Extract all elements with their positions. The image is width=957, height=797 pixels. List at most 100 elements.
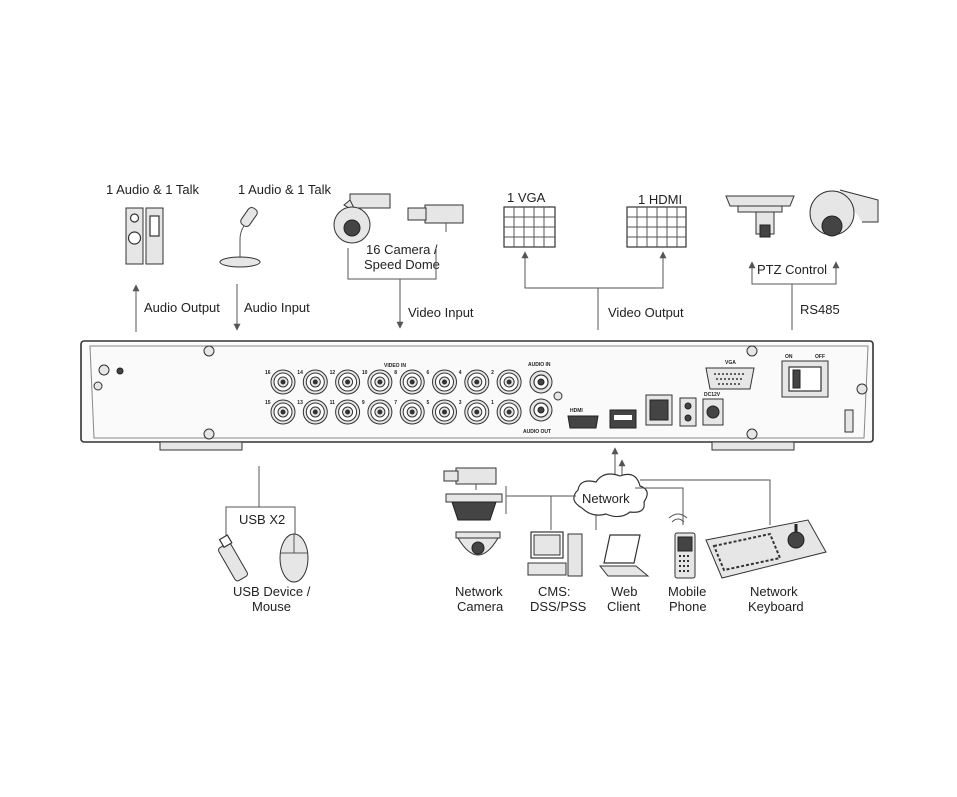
bnc-connector-icon [270,369,296,395]
mobile-phone-label-line1: Mobile [668,584,706,599]
screw-icon [746,345,758,357]
bnc-connector-icon [335,369,361,395]
bnc-connector-icon [432,399,457,425]
desktop-pc-icon [527,531,583,577]
indicator-icon [116,367,124,375]
camera-label-line1: 16 Camera / [366,242,438,257]
network-camera-label-line2: Camera [457,599,504,614]
network-keyboard-label-line2: Keyboard [748,599,804,614]
usb-flash-drive-icon [218,534,248,582]
bnc-channel-number: 6 [427,370,430,376]
video-input-label: Video Input [408,305,474,320]
network-camera-label-line1: Network [455,584,503,599]
bnc-channel-number: 3 [459,400,462,406]
network-keyboard-label-line1: Network [750,584,798,599]
bnc-connector-icon [496,399,522,425]
audio-in-port-icon [529,370,553,394]
switch-off-label: OFF [815,354,825,360]
bnc-connector-icon [335,399,361,425]
mobile-phone-label-line2: Phone [669,599,707,614]
bnc-channel-number: 7 [394,400,397,406]
lan-port-icon [645,394,673,426]
screw-icon [553,391,563,401]
bnc-connector-icon [464,399,490,425]
hdmi-port-icon [567,415,599,429]
box-camera-icon [407,204,464,232]
bnc-connector-icon [302,369,328,395]
network-keyboard-icon [705,519,827,579]
mobile-phone-icon [668,513,696,579]
bnc-channel-number: 9 [362,400,365,406]
bnc-connector-icon [496,369,522,395]
bnc-connector-icon [367,399,393,425]
speaker-icon [125,207,164,265]
screw-icon [856,383,868,395]
network-cloud-icon [573,473,648,518]
video-output-label: Video Output [608,305,684,320]
hdmi-monitor-icon [626,206,687,248]
bnc-connector-icon [432,369,457,395]
audio-input-label: Audio Input [244,300,310,315]
microphone-icon [219,207,261,268]
bnc-connector-icon [464,369,490,395]
wall-dome-camera-icon [809,189,879,237]
vga-monitor-icon [503,206,556,248]
cms-label-line1: CMS: [538,584,571,599]
usb-device-label-line1: USB Device / [233,584,311,599]
bnc-channel-number: 14 [297,370,303,376]
power-port-icon [702,398,724,426]
bnc-channel-number: 10 [362,370,368,376]
vga-label: 1 VGA [507,190,546,205]
bnc-channel-number: 11 [330,400,336,406]
screw-icon [98,364,110,376]
mobile-drop-line [635,487,684,525]
dvr-rear-panel [80,340,874,451]
bnc-channel-number: 8 [394,370,397,376]
keyboard-drop-line [640,479,771,525]
audio-out-label: AUDIO OUT [523,429,551,435]
speed-dome-camera-icon [333,193,391,244]
audio-output-label: Audio Output [144,300,220,315]
network-ceiling-camera-icon [445,493,503,521]
bnc-channel-number: 16 [265,370,271,376]
audio-out-port-icon [529,398,553,422]
web-client-label-line2: Client [607,599,641,614]
vga-port-label: VGA [725,360,736,366]
bnc-channel-number: 1 [491,400,494,406]
ground-screw-icon [93,381,103,391]
camera-label-line2: Speed Dome [364,257,440,272]
power-switch-icon [781,360,829,398]
network-label: Network [582,491,630,506]
handle-icon [844,409,854,433]
audio-talk-label: 1 Audio & 1 Talk [106,182,199,197]
bnc-connector-icon [367,369,393,395]
bnc-connector-icon [399,369,425,395]
hdmi-label: 1 HDMI [638,192,682,207]
bnc-channel-number: 5 [427,400,430,406]
usb-x2-label: USB X2 [239,512,285,527]
bnc-channel-number: 15 [265,400,271,406]
bnc-connector-icon [302,399,328,425]
audio-talk-mic-label: 1 Audio & 1 Talk [238,182,331,197]
cms-label-line2: DSS/PSS [530,599,587,614]
mouse-icon [279,533,309,583]
bnc-channel-number: 4 [459,370,462,376]
bnc-connector-group: 16 14 12 10 8 6 4 2 15 13 11 9 7 5 3 1 [265,369,522,425]
screw-icon [203,345,215,357]
rs485-label: RS485 [800,302,840,317]
usb-port-icon [609,409,637,429]
bnc-connector-icon [399,399,425,425]
hdmi-port-label: HDMI [570,408,583,414]
bnc-channel-number: 12 [330,370,336,376]
bnc-connector-icon [270,399,296,425]
laptop-icon [598,534,650,577]
video-in-label: VIDEO IN [384,363,406,369]
bnc-channel-number: 2 [491,370,494,376]
screw-icon [203,428,215,440]
network-box-camera-icon [443,467,497,490]
bnc-channel-number: 13 [297,400,303,406]
usb-device-label-line2: Mouse [252,599,291,614]
network-dome-camera-icon [455,531,501,556]
web-client-label-line1: Web [611,584,638,599]
